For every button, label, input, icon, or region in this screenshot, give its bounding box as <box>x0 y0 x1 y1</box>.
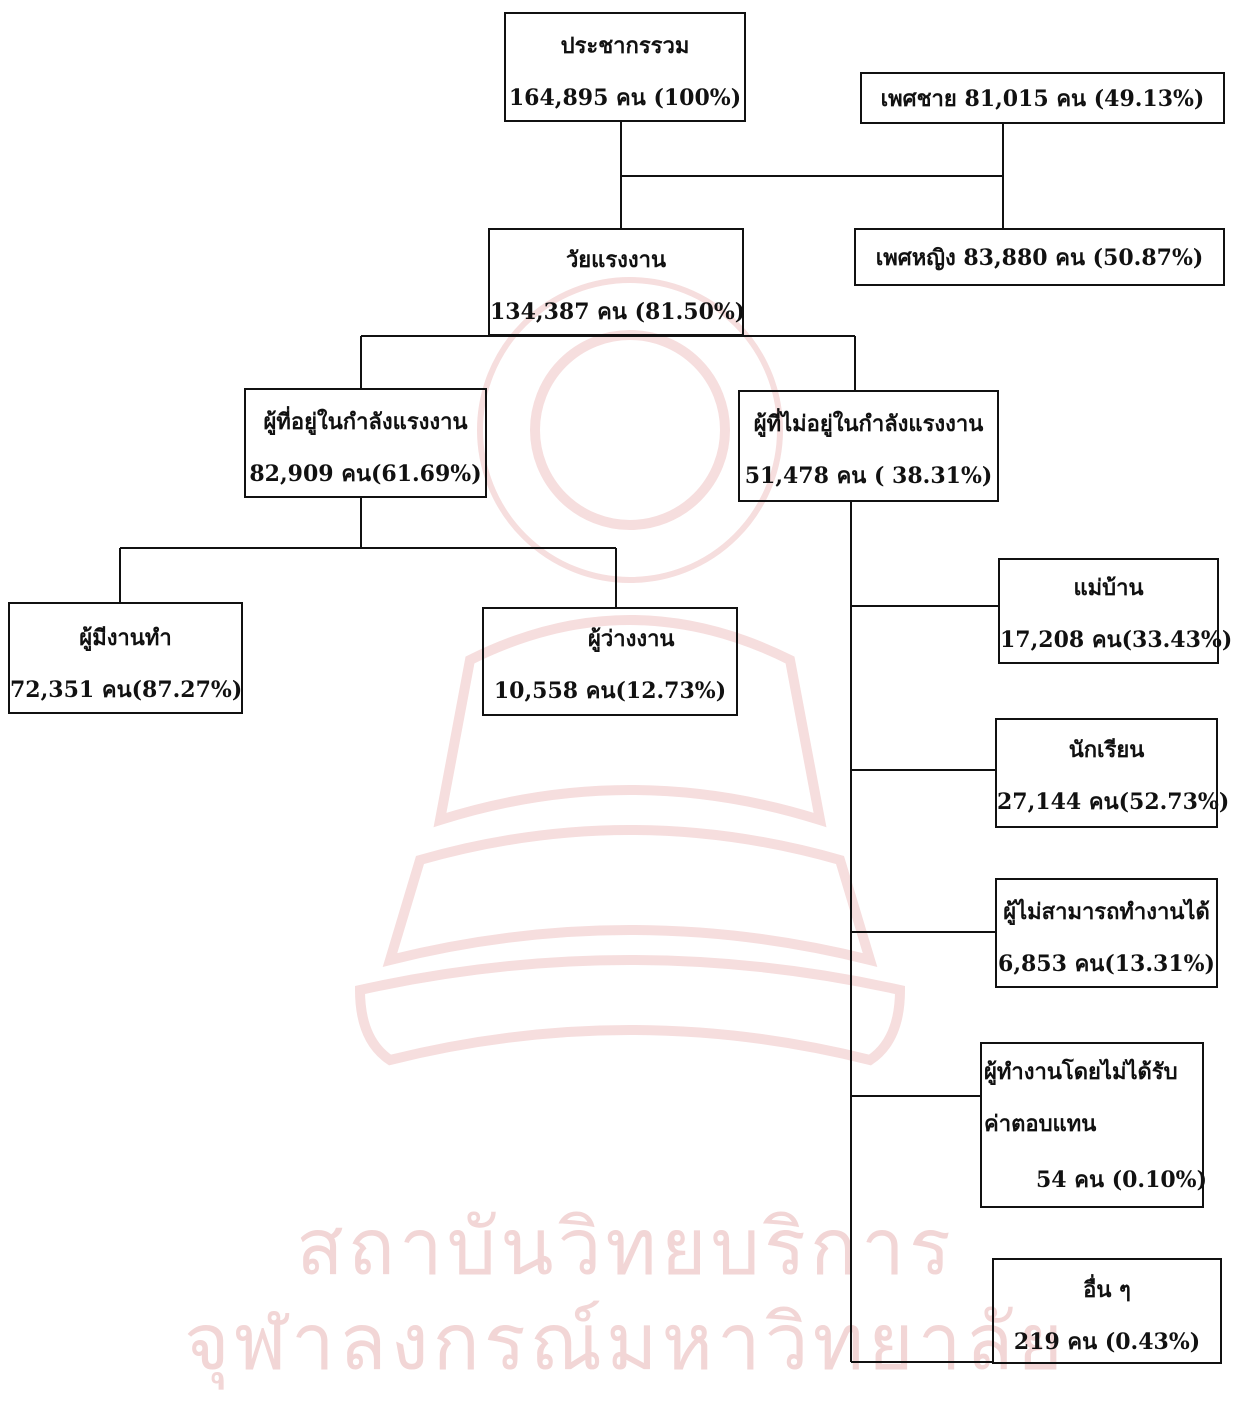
in-labor-force-value: 82,909 คน(61.69%) <box>249 461 482 487</box>
not-in-labor-force-box: ผู้ที่ไม่อยู่ในกำลังแรงงาน 51,478 คน ( 3… <box>738 390 999 502</box>
others-box: อื่น ๆ 219 คน (0.43%) <box>992 1258 1222 1364</box>
unemployed-value: 10,558 คน(12.73%) <box>493 678 727 704</box>
others-value: 219 คน (0.43%) <box>1013 1329 1201 1355</box>
housewife-box: แม่บ้าน 17,208 คน(33.43%) <box>998 558 1233 664</box>
working-age-box: วัยแรงงาน 134,387 คน (81.50%) <box>488 228 746 336</box>
housewife-value: 17,208 คน(33.43%) <box>1000 627 1233 653</box>
student-box: นักเรียน 27,144 คน(52.73%) <box>995 718 1230 828</box>
others-title: อื่น ๆ <box>1083 1277 1131 1303</box>
female-box: เพศหญิง 83,880 คน (50.87%) <box>854 228 1225 286</box>
female-label: เพศหญิง 83,880 คน (50.87%) <box>875 245 1204 271</box>
in-labor-force-box: ผู้ที่อยู่ในกำลังแรงงาน 82,909 คน(61.69%… <box>244 388 487 498</box>
male-label: เพศชาย 81,015 คน (49.13%) <box>880 86 1205 112</box>
watermark-line-1: สถาบันวิทยบริการ <box>296 1203 955 1293</box>
working-age-title: วัยแรงงาน <box>565 247 667 273</box>
student-value: 27,144 คน(52.73%) <box>997 789 1230 815</box>
not-in-labor-force-title: ผู้ที่ไม่อยู่ในกำลังแรงงาน <box>753 411 984 437</box>
unpaid-workers-box: ผู้ทำงานโดยไม่ได้รับ ค่าตอบแทน 54 คน (0.… <box>980 1042 1207 1208</box>
in-labor-force-title: ผู้ที่อยู่ในกำลังแรงงาน <box>263 409 468 435</box>
connector-lines <box>119 122 1004 1363</box>
male-box: เพศชาย 81,015 คน (49.13%) <box>860 72 1225 124</box>
total-population-value: 164,895 คน (100%) <box>508 85 742 111</box>
unable-to-work-value: 6,853 คน(13.31%) <box>998 951 1215 977</box>
student-title: นักเรียน <box>1068 737 1145 763</box>
total-population-title: ประชากรรวม <box>560 33 690 59</box>
employed-title: ผู้มีงานทำ <box>79 625 172 651</box>
unpaid-workers-title-line-2: ค่าตอบแทน <box>984 1111 1097 1137</box>
unable-to-work-title: ผู้ไม่สามารถทำงานได้ <box>1003 899 1210 925</box>
unemployed-title: ผู้ว่างงาน <box>588 626 675 652</box>
employed-box: ผู้มีงานทำ 72,351 คน(87.27%) <box>8 602 243 714</box>
unable-to-work-box: ผู้ไม่สามารถทำงานได้ 6,853 คน(13.31%) <box>995 878 1218 988</box>
not-in-labor-force-value: 51,478 คน ( 38.31%) <box>744 463 993 489</box>
total-population-box: ประชากรรวม 164,895 คน (100%) <box>504 12 746 122</box>
unpaid-workers-title-line-1: ผู้ทำงานโดยไม่ได้รับ <box>984 1059 1178 1085</box>
working-age-value: 134,387 คน (81.50%) <box>490 299 746 325</box>
unemployed-box: ผู้ว่างงาน 10,558 คน(12.73%) <box>482 607 738 716</box>
unpaid-workers-value: 54 คน (0.10%) <box>1036 1167 1207 1193</box>
housewife-title: แม่บ้าน <box>1073 575 1144 601</box>
employed-value: 72,351 คน(87.27%) <box>10 677 243 703</box>
